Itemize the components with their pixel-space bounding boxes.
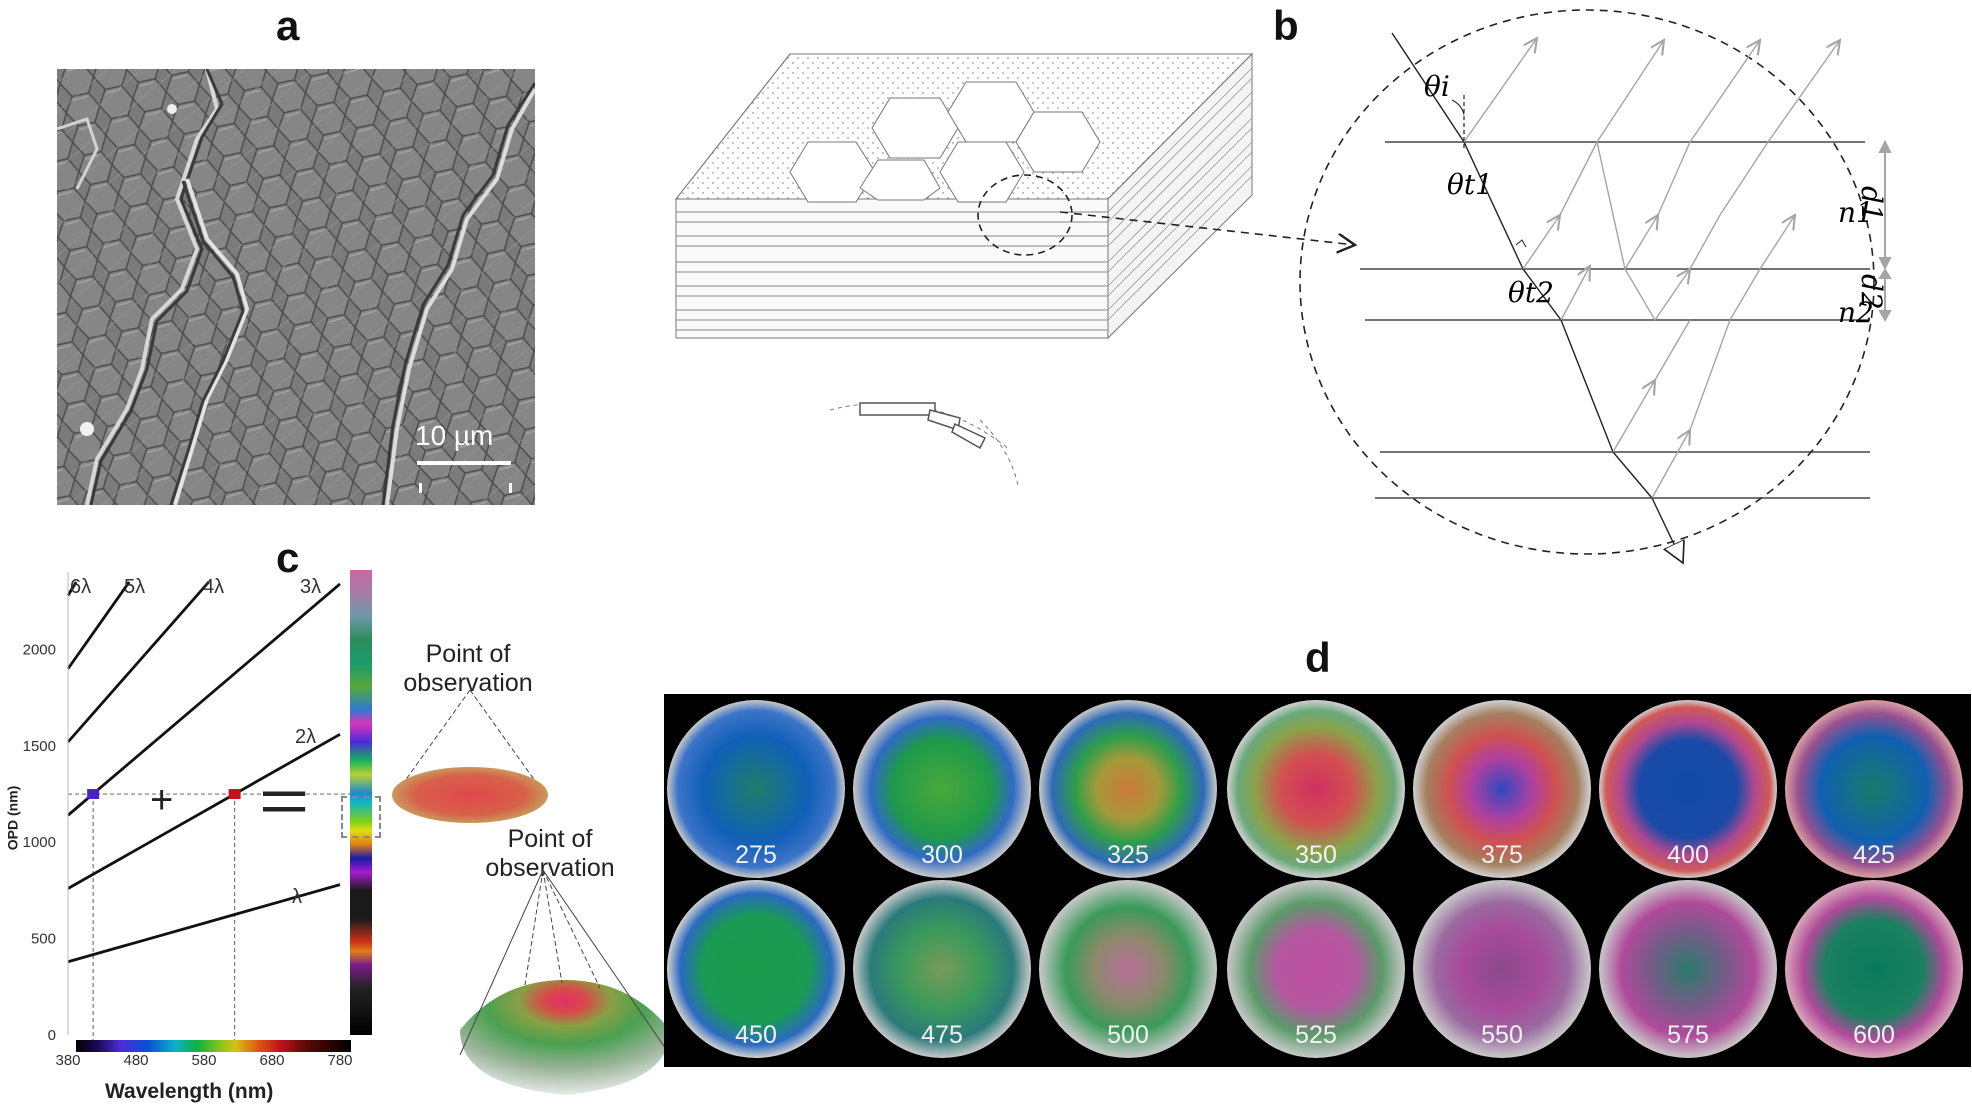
disk-label: 450 (735, 1021, 777, 1049)
interface-lines (1360, 141, 1870, 499)
hexagon-platelets (789, 81, 1101, 203)
series-line (67, 582, 341, 817)
flat-observation-sketch (392, 690, 548, 823)
disk-label: 575 (1667, 1021, 1709, 1049)
d2-label: d2 (1855, 274, 1888, 310)
scale-bar-highlight (341, 796, 381, 838)
series-line (67, 733, 341, 890)
reflection-zoom-ellipse (1299, 9, 1875, 555)
y-tick-label: 1000 (23, 834, 56, 851)
disk-label: 275 (735, 841, 777, 869)
x-tick-label: 380 (55, 1052, 80, 1069)
y-tick-label: 1500 (23, 738, 56, 755)
interference-disk (1413, 880, 1591, 1058)
panel-b-diagram (674, 9, 1892, 600)
interference-disk (1785, 700, 1963, 878)
disk-label: 325 (1107, 841, 1149, 869)
x-tick-label: 580 (191, 1052, 216, 1069)
panel-label-b: b (1273, 2, 1299, 49)
interference-disk (1599, 700, 1777, 878)
theta-t2-label: θt2 (1508, 276, 1554, 309)
series-label: 2λ (295, 726, 316, 748)
disk-label: 500 (1107, 1021, 1149, 1049)
n2-label: n2 (1838, 296, 1874, 329)
disk-label: 350 (1295, 841, 1337, 869)
disk-label: 475 (921, 1021, 963, 1049)
disk-label: 400 (1667, 841, 1709, 869)
interference-disk (853, 700, 1031, 878)
interference-disk-grid: 275 300 325 350 375 400 425 450 475 500 525 550 575 6… (664, 694, 1971, 1067)
interference-disk (1785, 880, 1963, 1058)
data-marker (87, 789, 100, 800)
series-label: 4λ (203, 576, 224, 598)
series-label: 6λ (70, 576, 91, 598)
disk-label: 525 (1295, 1021, 1337, 1049)
disk-label: 425 (1853, 841, 1895, 869)
scale-tick-right (509, 483, 512, 493)
y-axis-title: OPD (nm) (4, 785, 21, 851)
interference-disk (1413, 700, 1591, 878)
panel-label-d: d (1305, 634, 1331, 681)
panel-label-c: c (276, 534, 300, 581)
interference-disk (667, 700, 845, 878)
d1-label: d1 (1855, 186, 1888, 222)
interference-disk (667, 880, 845, 1058)
interference-disk (1599, 880, 1777, 1058)
disk-label: 300 (921, 841, 963, 869)
panel-label-a: a (276, 2, 300, 49)
interference-disk (1227, 700, 1405, 878)
curved-scales-sketch (829, 402, 1019, 486)
observation-label-2: Point of observation (485, 825, 615, 882)
scale-tick-left (419, 483, 422, 493)
n1-label: n1 (1838, 196, 1874, 229)
data-marker (228, 789, 241, 800)
equals-sign: = (258, 767, 310, 836)
scale-bar (417, 461, 511, 465)
spectrum-bar (76, 1040, 351, 1052)
series-label: 5λ (124, 576, 145, 598)
disk-label: 600 (1853, 1021, 1895, 1049)
series-line (66, 581, 210, 743)
sem-micrograph (57, 69, 535, 505)
scale-bar-label: 10 µm (415, 420, 494, 451)
series-line (66, 581, 131, 670)
x-tick-label: 780 (327, 1052, 352, 1069)
curved-observation-sketch (459, 870, 671, 1095)
disk-label: 375 (1481, 841, 1523, 869)
series-line (67, 883, 341, 964)
x-tick-label: 680 (259, 1052, 284, 1069)
plus-sign: + (150, 778, 174, 822)
x-tick-label: 480 (123, 1052, 148, 1069)
disk-label: 550 (1481, 1021, 1523, 1049)
interference-disk (853, 880, 1031, 1058)
theta-t1-label: θt1 (1447, 168, 1493, 201)
series-label: 3λ (300, 576, 321, 598)
opd-chart: 0 500 1000 1500 2000 380 480 580 680 780 λ 2λ 3λ 4λ 5… (23, 572, 370, 1069)
y-tick-label: 0 (48, 1027, 56, 1044)
observation-label-1: Point of observation (403, 640, 533, 697)
interference-disk (1227, 880, 1405, 1058)
zoom-arrow (1059, 211, 1355, 245)
interference-disk (1039, 700, 1217, 878)
y-tick-label: 500 (31, 931, 56, 948)
color-scale-bar (350, 570, 372, 1035)
interference-disk (1039, 880, 1217, 1058)
theta-i-label: θi (1424, 70, 1450, 103)
y-tick-label: 2000 (23, 641, 56, 658)
x-axis-title: Wavelength (nm) (105, 1080, 274, 1103)
zoom-ellipse (977, 174, 1073, 256)
series-label: λ (292, 886, 302, 908)
series-line (66, 581, 78, 597)
